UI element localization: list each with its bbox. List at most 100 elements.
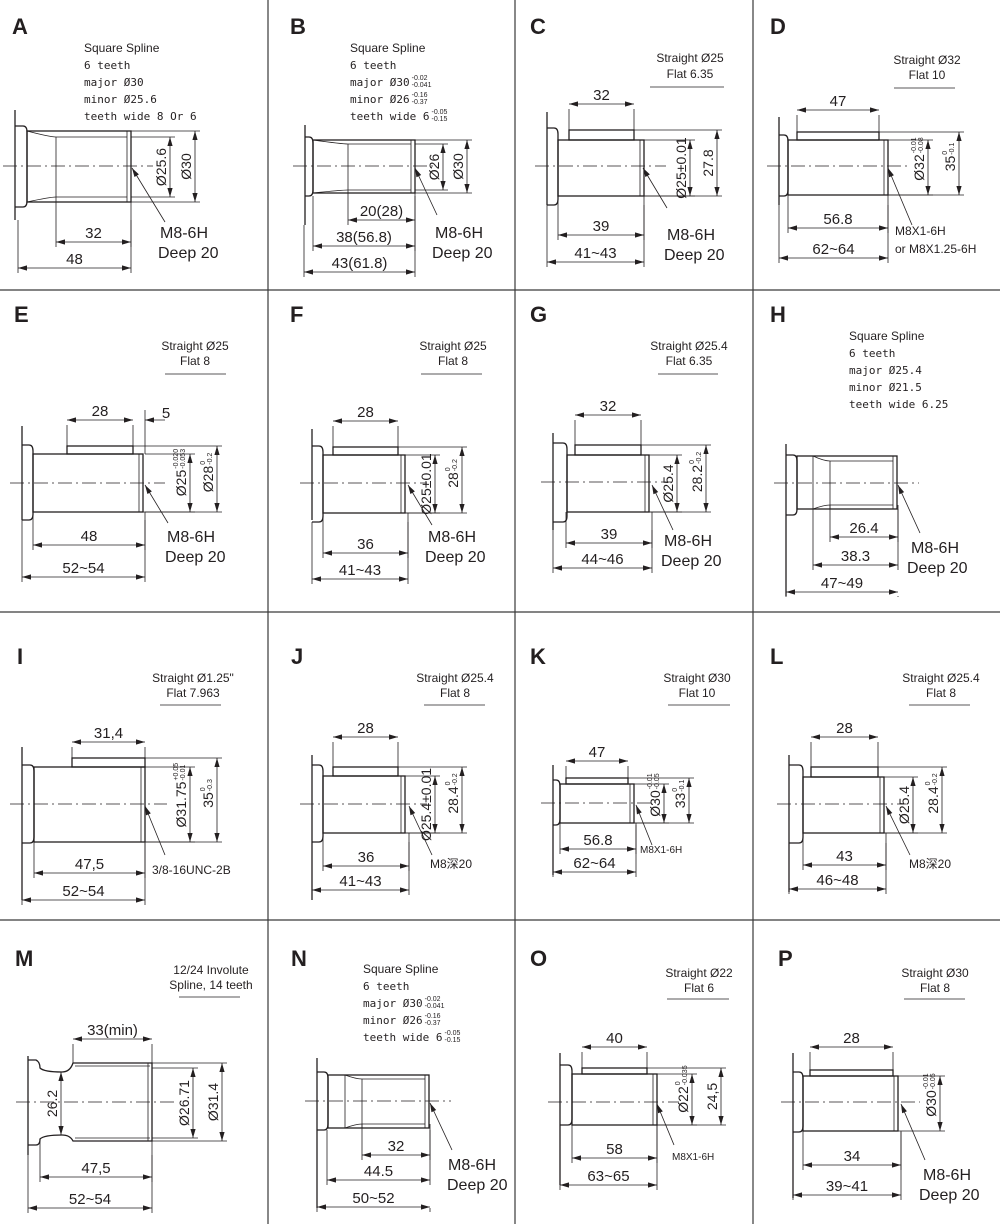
dimension-label: 27.8: [700, 149, 716, 176]
arrowhead: [811, 734, 820, 740]
arrowhead: [214, 503, 220, 512]
tolerance-upper: -0.020: [173, 449, 180, 469]
arrowhead: [399, 576, 408, 582]
arrowhead: [348, 217, 357, 223]
arrowhead: [560, 846, 569, 852]
dimension-label: 20(28): [360, 203, 403, 220]
option-letter: N: [291, 946, 307, 971]
dimension-label: Ø25.6: [153, 148, 169, 186]
shaft-spec: Flat 7.963: [166, 686, 220, 700]
arrowhead: [214, 758, 220, 767]
tolerance-upper: 0: [675, 1081, 682, 1085]
vertical-dimension: Ø25-0.020-0.053: [173, 449, 189, 496]
arrowhead: [889, 562, 898, 568]
arrowhead: [167, 137, 173, 146]
arrowhead: [323, 550, 332, 556]
tolerance-lower: -0.2: [452, 459, 459, 471]
tolerance-upper: -0.01: [911, 137, 918, 153]
vertical-dimension: 26.2: [44, 1090, 60, 1117]
option-letter: A: [12, 14, 28, 39]
arrowhead: [190, 1129, 196, 1138]
dimension-label: 50~52: [352, 1190, 394, 1207]
vertical-dimension: Ø30: [178, 153, 194, 180]
spline-spec: major Ø30: [363, 997, 423, 1010]
arrowhead: [167, 188, 173, 197]
arrowhead: [901, 1104, 907, 1114]
shaft-flat: [574, 444, 642, 456]
arrowhead: [132, 168, 139, 178]
dimension-label: 28: [836, 720, 853, 737]
arrowhead: [432, 455, 438, 464]
arrowhead: [408, 485, 415, 495]
tolerance-lower: -0.041: [412, 82, 432, 89]
tolerance-lower: -0.035: [682, 1065, 689, 1085]
tolerance-upper: 0: [942, 151, 949, 155]
arrowhead: [793, 1192, 802, 1198]
shaft-body: [787, 139, 889, 196]
thread-note: Deep 20: [907, 560, 968, 577]
spline-spec: 6 teeth: [363, 980, 409, 993]
dimension-label: Ø30: [450, 153, 466, 180]
spline-teeth: [344, 1074, 425, 1129]
arrowhead: [219, 1063, 225, 1072]
arrowhead: [939, 767, 945, 776]
tolerance-lower: -0.2: [452, 773, 459, 785]
dimension-label: Ø30: [647, 790, 663, 817]
shaft-spec: Flat 6: [684, 981, 714, 995]
arrowhead: [136, 739, 145, 745]
vertical-dimension: Ø25±0.01: [418, 453, 434, 515]
dimension-label: Ø26: [426, 154, 442, 181]
leader-line: [408, 805, 433, 856]
arrowhead: [560, 1182, 569, 1188]
vertical-dimension: Ø31.75+0.05-0.01: [173, 763, 189, 828]
shaft-body: [312, 139, 416, 194]
flange: [312, 764, 324, 843]
vertical-dimension: Ø30-0.01-0.05: [923, 1073, 939, 1117]
spline-spec: Square Spline: [849, 329, 925, 343]
arrowhead: [879, 225, 888, 231]
shaft-spec: Flat 8: [440, 686, 470, 700]
flange: [553, 442, 568, 523]
arrowhead: [627, 846, 636, 852]
arrowhead: [638, 1044, 647, 1050]
arrowhead: [187, 454, 193, 463]
option-letter: F: [290, 302, 303, 327]
arrowhead: [703, 445, 709, 454]
arrowhead: [779, 255, 788, 261]
tolerance-lower: -0.2: [207, 453, 214, 465]
dimension-label: 48: [66, 251, 83, 268]
dimension-label: 28: [445, 472, 461, 488]
option-letter: K: [530, 644, 546, 669]
flange: [553, 779, 561, 826]
spline-spec: teeth wide 6: [363, 1031, 442, 1044]
arrowhead: [459, 504, 465, 513]
arrowhead: [619, 758, 628, 764]
shaft-spec: Flat 8: [920, 981, 950, 995]
dimension-label: 32: [85, 225, 102, 242]
arrowhead: [648, 1182, 657, 1188]
dimension-label: 47,5: [75, 856, 104, 873]
arrowhead: [122, 265, 131, 271]
thread-note: Deep 20: [165, 549, 226, 566]
arrowhead: [689, 1116, 695, 1125]
dimension-label: 35: [942, 156, 958, 172]
vertical-dimension: Ø25.4±0.01: [418, 768, 434, 841]
arrowhead: [327, 1177, 336, 1183]
arrowhead: [877, 886, 886, 892]
dimension-label: 52~54: [62, 560, 104, 577]
dimension-label: Ø32: [911, 154, 927, 181]
shaft-body: [33, 766, 146, 843]
tolerance-upper: -0.01: [923, 1073, 930, 1089]
vertical-dimension: 350-0.1: [942, 143, 958, 172]
arrowhead: [143, 1174, 152, 1180]
thread-note: M8-6H: [911, 540, 959, 557]
arrowhead: [440, 144, 446, 153]
shaft-flat: [565, 777, 629, 785]
thread-note: M8-6H: [167, 529, 215, 546]
arrowhead: [797, 107, 806, 113]
vertical-dimension: Ø25.4: [896, 786, 912, 824]
dimension-label: 58: [606, 1141, 623, 1158]
arrowhead: [312, 887, 321, 893]
